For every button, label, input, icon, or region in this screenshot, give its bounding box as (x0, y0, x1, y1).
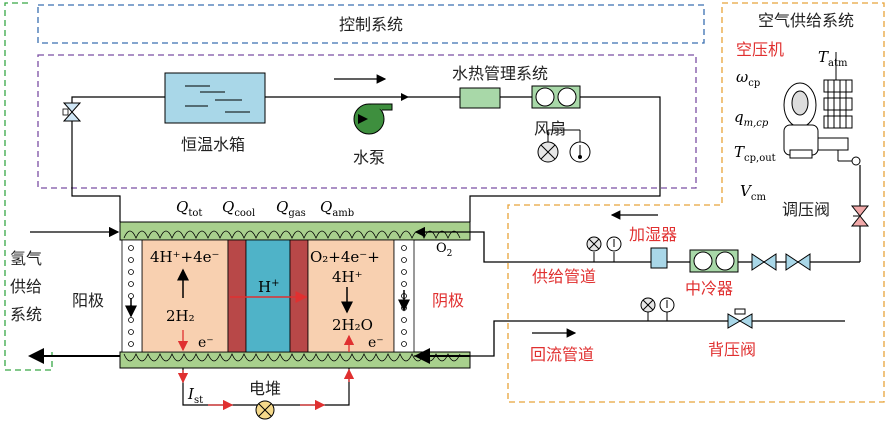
cathode-reaction-top-1: O₂+4e⁻+ (310, 248, 380, 266)
anode-bipolar-plate (227, 239, 247, 353)
hydrogen-system-title-1: 氢气 (10, 249, 42, 268)
regulator-label: 调压阀 (782, 200, 830, 219)
anode-electron: e⁻ (198, 335, 214, 351)
return-flow-sensor-icon (640, 297, 656, 321)
back-valve-label: 背压阀 (708, 340, 756, 359)
water-tank-label: 恒温水箱 (181, 135, 245, 154)
supply-valve-2-icon (785, 253, 811, 271)
proton-membrane (245, 239, 291, 353)
hydrogen-system-box (4, 2, 53, 371)
hydrogen-system-title-3: 系统 (10, 305, 42, 324)
humidifier-label: 加湿器 (629, 225, 677, 244)
air-inlet-pipe (414, 226, 860, 263)
proton-label: H+ (258, 278, 279, 296)
anode-dots (128, 245, 134, 347)
anode-electrode (141, 239, 229, 353)
cathode-electrode (307, 239, 395, 353)
coolant-valve-icon (62, 102, 82, 122)
t-atm-label: Tatm (818, 48, 848, 69)
control-system-box (37, 4, 705, 44)
lamp-icon (255, 400, 275, 420)
intercooler-label: 中冷器 (685, 279, 733, 298)
o2-label: O2 (436, 241, 452, 259)
water-pump-icon (353, 103, 393, 135)
flow-sensor-icon (537, 141, 559, 163)
cathode-bipolar-plate (289, 239, 309, 353)
humidifier-icon (650, 247, 668, 269)
return-temp-sensor-icon (659, 297, 675, 321)
temperature-sensor-icon (569, 141, 591, 163)
q-cool-label: Qcool (222, 198, 255, 219)
current-label: Ist (187, 385, 203, 406)
q-gas-label: Qgas (276, 198, 306, 219)
air-outlet-pipe (414, 320, 845, 357)
anode-reaction-bottom: 2H₂ (166, 307, 195, 325)
cathode-reaction-top-2: 4H⁺ (332, 268, 363, 286)
anode-reaction-top: 4H⁺+4e⁻ (150, 248, 219, 266)
qm-cp-label: qm,cp (734, 108, 769, 129)
fan-label: 风扇 (534, 119, 566, 138)
air-system-title: 空气供给系统 (758, 11, 854, 30)
supply-flow-sensor-icon (586, 236, 602, 262)
t-cp-out-label: Tcp,out (734, 143, 776, 164)
supply-pipe-label: 供给管道 (532, 267, 596, 286)
v-cm-label: Vcm (740, 182, 766, 203)
compressor-label: 空压机 (736, 40, 784, 59)
air-system-box (507, 2, 885, 403)
supply-temp-sensor-icon (606, 236, 622, 262)
compressor-icon (783, 52, 861, 166)
cathode-reaction-bottom: 2H₂O (332, 316, 373, 334)
anode-label: 阳极 (72, 291, 104, 310)
omega-cp-label: ωcp (736, 68, 760, 89)
control-system-title: 控制系统 (339, 15, 403, 34)
intercooler-icon (689, 249, 739, 273)
fan-icon (531, 85, 581, 109)
cathode-label: 阴极 (432, 291, 464, 310)
coolant-loop-pipe (71, 96, 661, 222)
cathode-electron: e⁻ (368, 335, 384, 351)
stack-label: 电堆 (249, 379, 281, 398)
water-pump-label: 水泵 (353, 148, 385, 167)
q-amb-label: Qamb (320, 198, 354, 219)
supply-valve-1-icon (751, 253, 777, 271)
heat-exchanger-icon (459, 87, 501, 109)
hydrogen-system-title-2: 供给 (10, 277, 42, 296)
thermal-system-box (37, 54, 697, 189)
return-pipe-label: 回流管道 (530, 345, 594, 364)
thermal-system-title: 水热管理系统 (452, 64, 548, 83)
q-tot-label: Qtot (176, 198, 202, 219)
back-pressure-valve-icon (727, 308, 753, 329)
water-tank-icon (164, 72, 266, 124)
regulator-valve-icon (850, 205, 870, 227)
